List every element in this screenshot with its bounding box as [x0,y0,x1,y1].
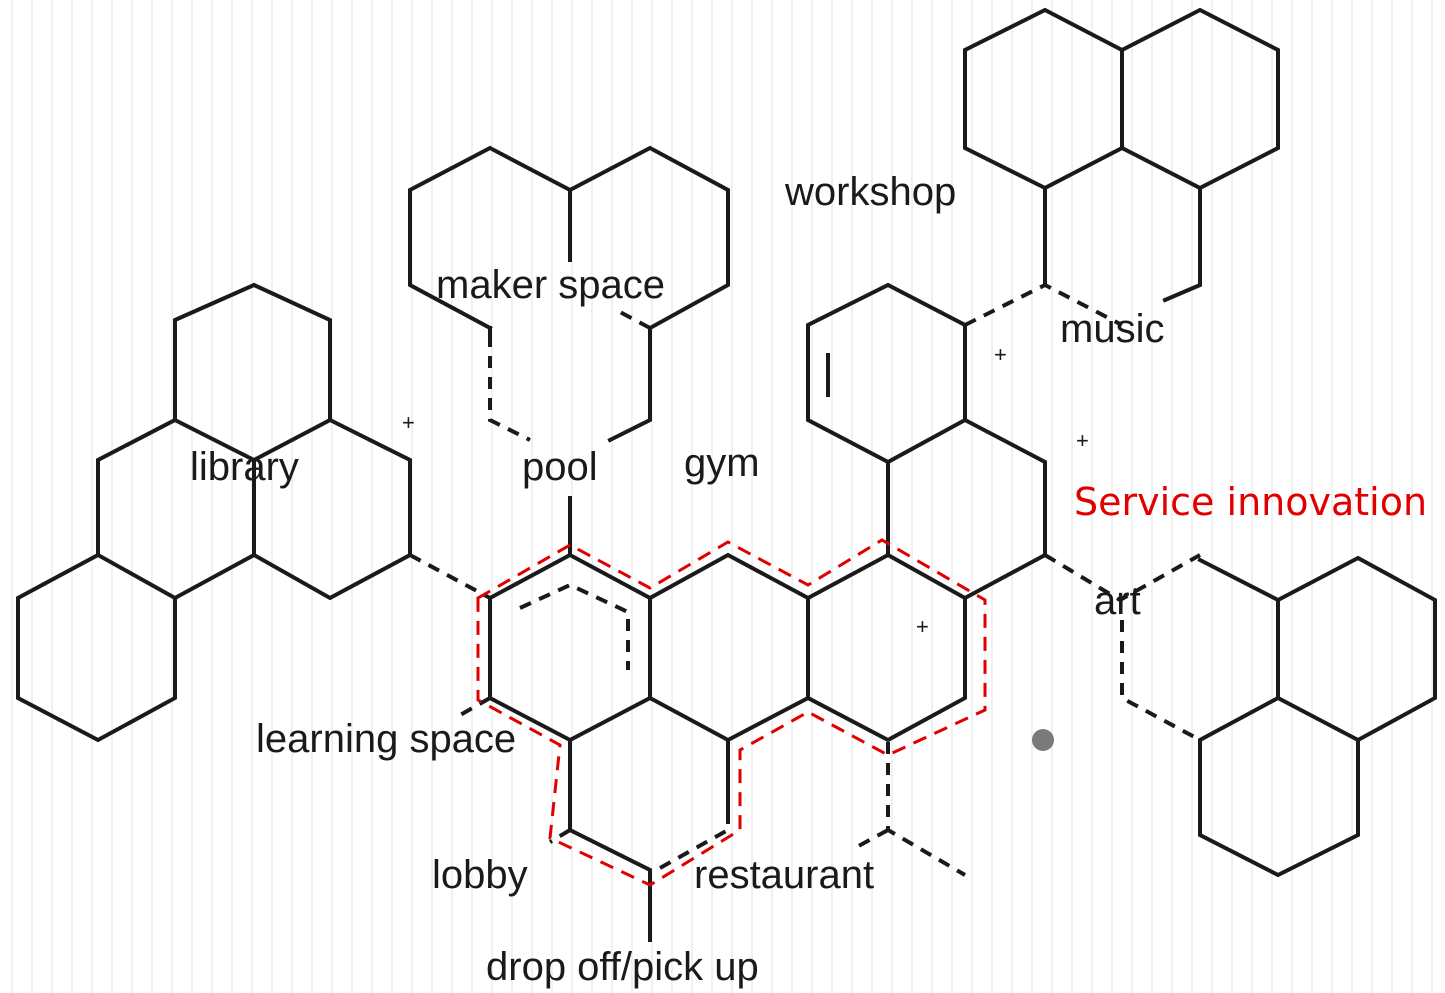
art-dash [1043,553,1201,742]
art-cluster [1197,555,1437,878]
label-service-innovation: Service innovation [1074,480,1427,524]
label-restaurant: restaurant [694,853,874,897]
music-dash [964,282,1123,327]
learning-space-dash [454,696,491,720]
label-gym: gym [684,441,760,485]
library-cluster [16,282,412,743]
label-workshop: workshop [784,170,956,214]
plus-marker-gym-right: + [1076,428,1089,453]
lobby-connector [568,738,652,942]
plus-marker-music: + [994,342,1007,367]
service-innovation-highlight [476,538,987,887]
lobby-dash [548,828,572,844]
label-drop-off-pick-up: drop off/pick up [486,945,759,989]
label-library: library [190,445,299,489]
pool-inner-dash [519,582,630,670]
label-pool: pool [522,445,598,489]
dashed-connectors [409,282,1201,877]
music-cluster [963,7,1280,303]
plus-marker-core: + [916,614,929,639]
label-art: art [1094,579,1141,623]
plus-marker-library: + [402,410,415,435]
center-right-cluster [806,282,1047,601]
highlight-outline [476,538,987,887]
label-music: music [1060,307,1164,351]
maker-space-cluster [408,145,730,443]
drop-off-dash [659,828,729,870]
grey-dot [1032,729,1054,751]
maker-space-left-dash [488,335,531,442]
library-to-core-dash [409,553,491,600]
label-maker-space: maker space [436,263,665,307]
label-lobby: lobby [432,853,528,897]
maker-space-right-dash [619,310,651,330]
restaurant-dash [854,742,967,877]
label-learning-space: learning space [256,717,516,761]
central-hex-row [488,552,967,743]
hexagon-network [16,7,1437,942]
